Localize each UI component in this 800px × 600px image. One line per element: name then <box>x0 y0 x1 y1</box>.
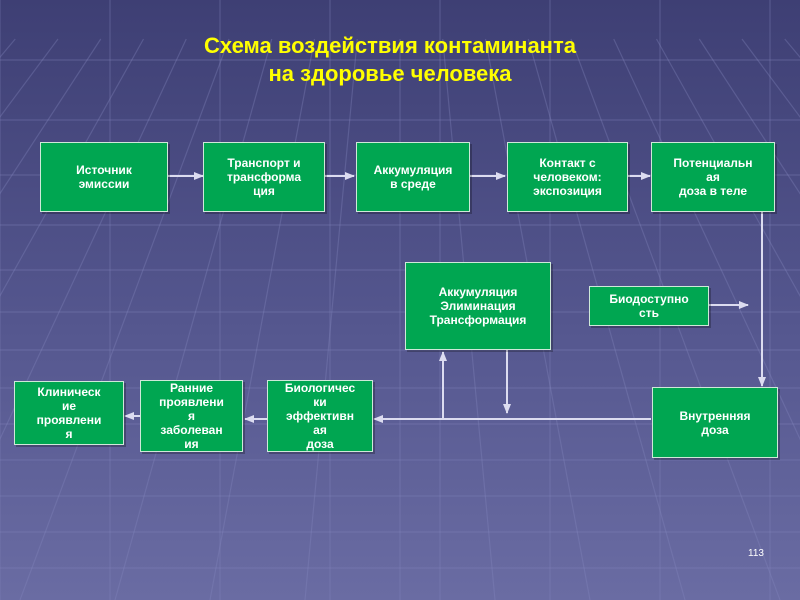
box-emission-source: Источник эмиссии <box>40 142 168 212</box>
box-potential-dose: Потенциальн ая доза в теле <box>651 142 775 212</box>
box-bio-effective-dose: Биологичес ки эффективн ая доза <box>267 380 373 452</box>
title-line-1: Схема воздействия контаминанта <box>204 33 576 58</box>
page-title: Схема воздействия контаминанта на здоров… <box>80 32 700 88</box>
box-human-contact-exposure: Контакт с человеком: экспозиция <box>507 142 628 212</box>
box-environmental-accumulation: Аккумуляция в среде <box>356 142 470 212</box>
title-line-2: на здоровье человека <box>268 61 512 86</box>
page-number: 113 <box>748 548 764 559</box>
box-transport-transformation: Транспорт и трансформа ция <box>203 142 325 212</box>
box-body-processes: Аккумуляция Элиминация Трансформация <box>405 262 551 350</box>
box-clinical-signs: Клиническ ие проявлени я <box>14 381 124 445</box>
box-internal-dose: Внутренняя доза <box>652 387 778 458</box>
box-bioavailability: Биодоступно сть <box>589 286 709 326</box>
box-early-signs: Ранние проявлени я заболеван ия <box>140 380 243 452</box>
